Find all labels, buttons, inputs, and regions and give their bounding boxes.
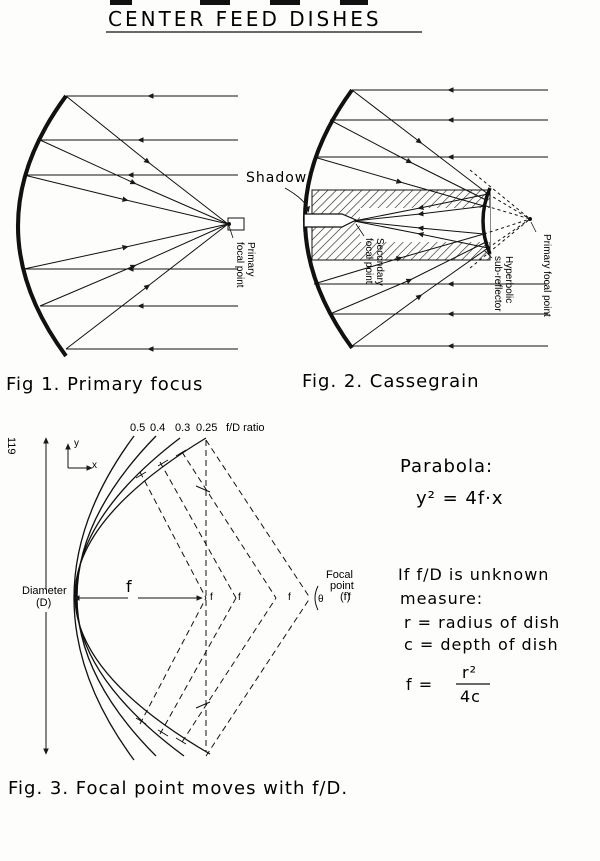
focal-f-0-5: f bbox=[210, 592, 213, 603]
parabola-0-25 bbox=[74, 437, 211, 755]
fig2-sub-reflector bbox=[481, 187, 492, 255]
fig1-focal-dot bbox=[227, 222, 231, 226]
diameter-label-1: Diameter bbox=[22, 585, 67, 597]
page-number: 119 bbox=[5, 437, 17, 455]
fig1-focal-label-1: Primary bbox=[245, 242, 256, 276]
diameter-label-2: (D) bbox=[36, 597, 51, 609]
parabola-0-3 bbox=[75, 437, 185, 757]
focal-label-3: (f) bbox=[340, 591, 350, 603]
depth-definition: c = depth of dish bbox=[404, 635, 559, 654]
parabola-title: Parabola: bbox=[400, 456, 493, 477]
focal-label-1: Focal bbox=[326, 569, 353, 581]
fig1-primary-focus: Primary focal point bbox=[16, 93, 256, 358]
ratio-0-5: 0.5 bbox=[130, 422, 145, 434]
fig3-caption: Fig. 3. Focal point moves with f/D. bbox=[8, 778, 348, 799]
fig2-secondary-label-2: focal point bbox=[363, 238, 374, 284]
theta-symbol: θ bbox=[318, 594, 324, 605]
fig1-reflected-ray bbox=[23, 174, 229, 225]
fig2-secondary-label-1: Secondary bbox=[374, 238, 385, 286]
focal-f-0-25: f bbox=[348, 592, 351, 603]
ratio-label: f/D ratio bbox=[226, 422, 265, 434]
parabola-notes: Parabola: y² = 4f·x If f/D is unknown me… bbox=[398, 456, 560, 706]
fig2-hyperbolic-label-2: sub-reflector bbox=[492, 256, 503, 312]
fig3-focal-shift: 119 0.5 0.4 0.3 0.25 f/D ratio y x Diame… bbox=[5, 422, 354, 761]
fig1-focal-label-2: focal point bbox=[234, 242, 245, 288]
page-title: CENTER FEED DISHES bbox=[108, 7, 382, 31]
parabola-equation: y² = 4f·x bbox=[416, 488, 504, 509]
focal-equation-denominator: 4c bbox=[460, 687, 481, 706]
fig2-primary-focal-dot bbox=[528, 217, 532, 221]
focal-f-0-4: f bbox=[238, 592, 241, 603]
fig2-primary-label: Primary focal point bbox=[541, 234, 552, 317]
fig1-reflected-ray bbox=[39, 223, 229, 307]
ratio-0-3: 0.3 bbox=[175, 422, 190, 434]
fig1-caption: Fig 1. Primary focus bbox=[6, 374, 203, 395]
fig1-reflected-ray bbox=[39, 139, 229, 225]
axis-y-label: y bbox=[74, 438, 79, 449]
fig2-hyperbolic-label-1: Hyperbolic bbox=[503, 256, 514, 303]
focal-equation-numerator: r² bbox=[462, 663, 477, 682]
parabola-0-4 bbox=[76, 435, 157, 757]
fig2-shadow-label: Shadow bbox=[246, 170, 307, 186]
ratio-0-4: 0.4 bbox=[150, 422, 165, 434]
theta-arc bbox=[314, 585, 319, 611]
fig1-dish bbox=[16, 94, 68, 358]
focal-equation-lhs: f = bbox=[406, 675, 433, 694]
radius-definition: r = radius of dish bbox=[404, 613, 560, 632]
ratio-0-25: 0.25 bbox=[196, 422, 217, 434]
fig1-reflected-ray bbox=[65, 223, 229, 350]
axis-x-label: x bbox=[92, 460, 97, 471]
unknown-line-2: measure: bbox=[400, 589, 483, 608]
unknown-line-1: If f/D is unknown bbox=[398, 565, 549, 584]
f-dimension-label: f bbox=[126, 577, 133, 596]
focal-label-2: point bbox=[330, 580, 354, 592]
fig2-caption: Fig. 2. Cassegrain bbox=[302, 371, 480, 392]
fig1-reflected-ray bbox=[23, 223, 229, 270]
fig1-reflected-ray bbox=[65, 95, 229, 225]
header-bars bbox=[110, 0, 368, 5]
focal-f-0-3: f bbox=[288, 592, 291, 603]
fig2-cassegrain: Shadow Secondary focal point Hyperbolic … bbox=[246, 87, 552, 350]
